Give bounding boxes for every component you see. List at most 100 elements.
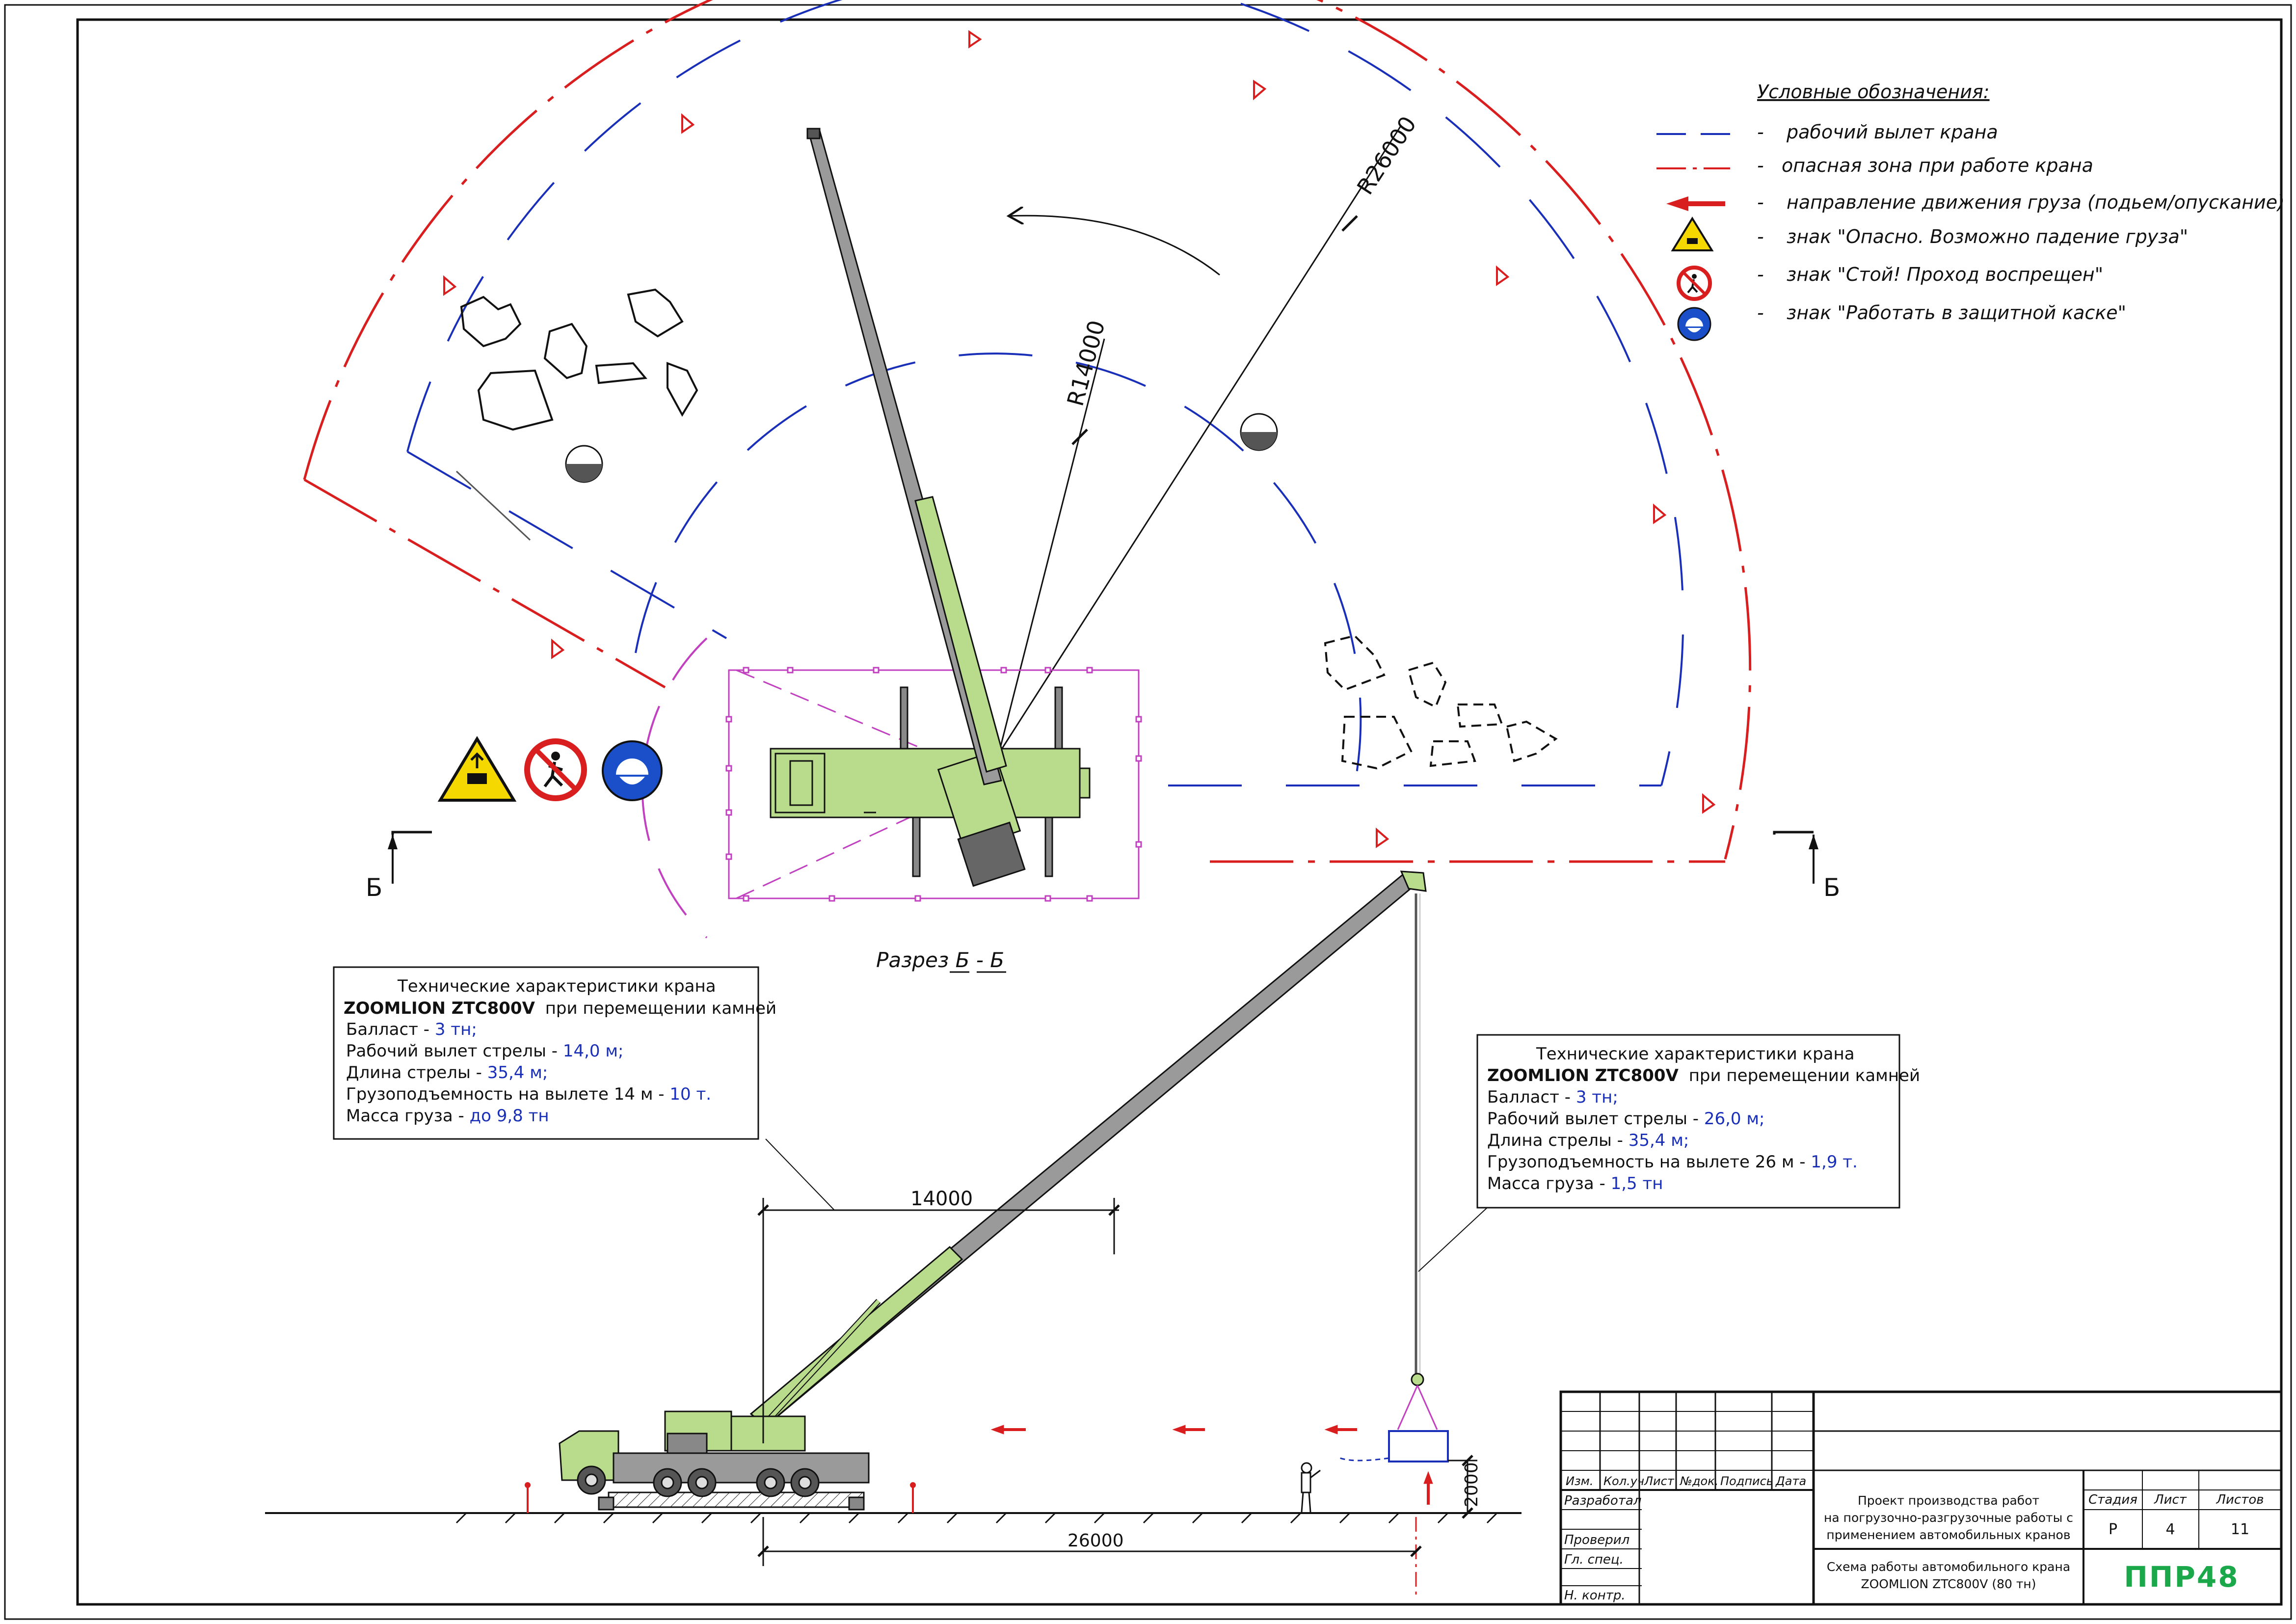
legend-dash: - [1757,264,1764,285]
load-direction-arrows [990,1425,1433,1505]
spec-left-label: Рабочий вылет стрелы - [346,1041,563,1061]
drawing-title-line: ZOOMLION ZTC800V (80 тн) [1861,1577,2036,1591]
legend-dash: - [1757,226,1764,247]
legend-text-falling-load-sign: знак "Опасно. Возможно падение груза" [1787,226,2188,247]
legend-text-no-passage-sign: знак "Стой! Проход воспрещен" [1787,264,2103,285]
danger-zone-flags [443,30,1716,848]
outrigger-footprint [728,669,1140,899]
outer-frame [4,4,2292,1620]
stones-group-left [460,288,698,431]
spec-left-value: 3 тн; [435,1020,477,1039]
rotation-direction-arrow [1009,216,1220,276]
spec-left-title: Технические характеристики крана [397,976,716,996]
load-block [1388,1430,1449,1462]
radius-line-inner [998,338,1105,754]
legend-text-load-direction: направление движения груза (подьем/опуск… [1787,191,2285,213]
legend-dash: - [1757,121,1764,143]
working-zone-left-edge [406,451,727,639]
section-marker-left: Б [366,831,432,902]
section-marker-right: Б [1773,831,1840,902]
section-letter-right: Б [1823,873,1840,902]
spec-box-left: Технические характеристики крана ZOOMLIO… [333,966,776,1140]
spec-left-label: Масса груза - [346,1106,470,1126]
spec-right-value: 26,0 м; [1704,1109,1765,1129]
legend-text-hard-hat-sign: знак "Работать в защитной каске" [1787,302,2126,324]
spec-right-value: 1,9 т. [1811,1152,1858,1172]
falling-load-warning-icon [437,736,517,802]
company-logo: ППР48 [2124,1560,2239,1594]
dim-reach [757,1198,1120,1443]
spec-left-label: Грузоподъемность на вылете 14 м - [346,1084,669,1104]
red-arrow-icon [1666,196,1725,211]
radius-label-outer: R26000 [1352,111,1421,199]
working-zone-inner-arc [635,352,1362,786]
spec-left-value: 14,0 м; [563,1041,624,1061]
spec-left-row: Длина стрелы - 35,4 м; [346,1063,548,1083]
legend-dash: - [1757,191,1764,213]
legend-text-working-reach: рабочий вылет крана [1786,121,1998,143]
spec-right-value: 3 тн; [1576,1087,1618,1107]
spec-right-row: Рабочий вылет стрелы - 26,0 м; [1487,1109,1764,1129]
col-header-change: Изм. [1566,1474,1593,1488]
spec-right-label: Рабочий вылет стрелы - [1487,1109,1704,1129]
stones-group-right [1324,634,1558,770]
dim-height-value: 2000 [1462,1462,1482,1507]
role-developer: Разработал [1564,1493,1642,1508]
radius-label-inner: R14000 [1062,318,1110,409]
col-header-signature: Подпись [1720,1474,1773,1488]
col-header-sheet: Лист [1644,1474,1675,1488]
hard-hat-marker-icon [565,445,603,483]
spec-right-row: Масса груза - 1,5 тн [1487,1174,1663,1193]
section-view: 14000 26000 2000 [265,870,1522,1596]
spec-right-model: ZOOMLION ZTC800V [1487,1066,1679,1085]
col-header-doc: №док. [1679,1474,1718,1488]
danger-posts [525,1482,916,1513]
section-letter-left: Б [366,873,382,902]
spec-left-model: ZOOMLION ZTC800V [344,999,535,1018]
spec-left-model-suffix: при перемещении камней [545,999,776,1018]
worker-figure-icon [1301,1462,1321,1513]
spec-left-label: Длина стрелы - [346,1063,487,1083]
hook-icon [1411,1373,1424,1386]
dim-ground [757,1517,1422,1596]
danger-zone-left-edge [303,478,666,689]
project-title-line: на погрузочно-разгрузочные работы с [1824,1511,2073,1525]
leader-left [765,1138,835,1211]
spec-left-row: Рабочий вылет стрелы - 14,0 м; [346,1041,623,1061]
drawing-title-line: Схема работы автомобильного крана [1827,1560,2070,1574]
title-block [1559,1390,2283,1606]
spec-right-title: Технические характеристики крана [1536,1044,1855,1064]
spec-right-row: Балласт - 3 тн; [1487,1087,1618,1107]
role-checker: Проверил [1564,1533,1629,1547]
crane-plan [770,686,1091,887]
crane-section [559,1410,870,1511]
spec-right-label: Длина стрелы - [1487,1131,1629,1150]
spec-right-row: Грузоподъемность на вылете 26 м - 1,9 т. [1487,1152,1858,1172]
title-block-text: Изм. Кол.уч Лист №док. Подпись Дата Разр… [1564,1474,2264,1603]
project-title-line: Проект производства работ [1858,1493,2039,1508]
legend-rows: - рабочий вылет крана - опасная зона при… [1757,121,2285,324]
sheet-header: Лист [2154,1492,2187,1507]
spec-right-value: 1,5 тн [1611,1174,1663,1193]
spec-left-row: Балласт - 3 тн; [346,1020,477,1039]
spec-right-value: 35,4 м; [1629,1131,1689,1150]
spec-right-model-line: ZOOMLION ZTC800V при перемещении камней [1487,1066,1920,1085]
hard-hat-marker-icon [1240,413,1278,451]
dim-ground-value: 26000 [1068,1531,1124,1551]
danger-zone-arc [303,0,1752,860]
role-chief-specialist: Гл. спец. [1564,1552,1624,1567]
spec-left-row: Масса груза - до 9,8 тн [346,1106,549,1126]
falling-load-warning-icon [1671,217,1714,251]
inner-frame [76,18,2283,1606]
outrigger-markers [725,667,1142,902]
spec-right-label: Балласт - [1487,1087,1576,1107]
dim-reach-value: 14000 [910,1188,973,1210]
col-header-date: Дата [1775,1474,1806,1488]
legend-title: Условные обозначения: [1757,81,1990,103]
hard-hat-mandatory-icon [1677,307,1711,341]
spec-right-model-suffix: при перемещении камней [1689,1066,1920,1085]
spec-right-row: Длина стрелы - 35,4 м; [1487,1131,1689,1150]
spec-left-label: Балласт - [346,1020,435,1039]
dim-height [1448,1455,1477,1519]
legend-dash: - [1757,302,1764,324]
